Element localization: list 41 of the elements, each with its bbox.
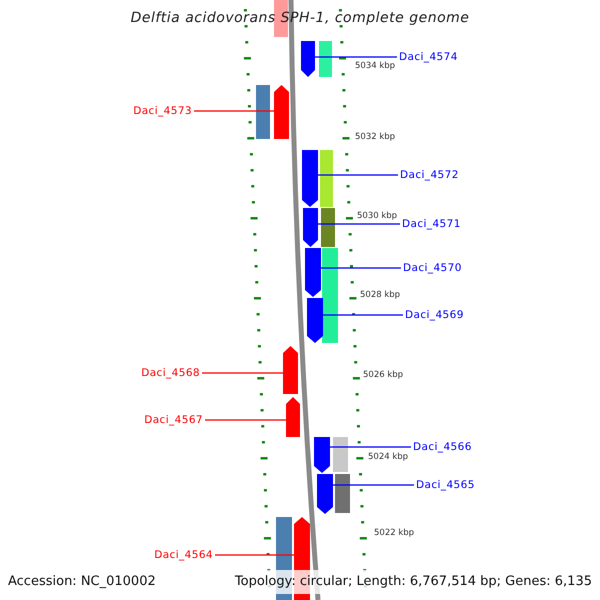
gene-label: Daci_4568 <box>141 368 200 378</box>
leader-line <box>323 314 403 316</box>
gene-feature <box>302 150 318 207</box>
leader-line <box>205 419 286 421</box>
gene-label: Daci_4565 <box>416 480 475 490</box>
gene-feature <box>317 474 333 514</box>
leader-line <box>330 446 411 448</box>
scale-label: 5026 kbp <box>363 371 404 380</box>
gene-label: Daci_4570 <box>403 262 462 274</box>
gene-feature <box>301 41 315 77</box>
scale-label: 5030 kbp <box>357 212 398 220</box>
gene-feature <box>286 397 300 437</box>
gene-feature <box>283 346 298 394</box>
leader-line <box>215 554 294 556</box>
gene-feature <box>303 208 318 247</box>
gene-label: Daci_4566 <box>413 442 472 452</box>
scale-label: 5028 kbp <box>360 291 400 300</box>
gene-label: Daci_4574 <box>399 52 458 62</box>
leader-line <box>318 174 398 176</box>
gene-feature <box>274 85 289 139</box>
leader-line <box>315 56 397 58</box>
scale-label: 5024 kbp <box>368 453 408 462</box>
genome-info-text: Topology: circular; Length: 6,767,514 bp; Genes: 6,135 <box>234 575 592 588</box>
gene-label: Daci_4564 <box>154 550 213 560</box>
gene-label: Daci_4571 <box>402 218 461 230</box>
accession-text: Accession: NC_010002 <box>8 575 156 588</box>
scale-label: 5034 kbp <box>355 62 396 70</box>
leader-line <box>333 484 414 486</box>
leader-line <box>202 372 283 374</box>
leader-line <box>321 267 401 269</box>
leader-line <box>194 110 274 112</box>
gene-label: Daci_4573 <box>133 106 192 116</box>
scale-label: 5022 kbp <box>374 529 414 538</box>
gene-label: Daci_4567 <box>144 414 203 426</box>
gene-label: Daci_4569 <box>405 310 464 320</box>
gene-feature <box>314 437 330 473</box>
gene-feature <box>305 248 321 297</box>
leader-line <box>318 223 400 225</box>
gene-label: Daci_4572 <box>400 170 459 180</box>
title: Delftia acidovorans SPH-1, complete genome <box>130 11 470 25</box>
scale-label: 5032 kbp <box>355 133 396 142</box>
